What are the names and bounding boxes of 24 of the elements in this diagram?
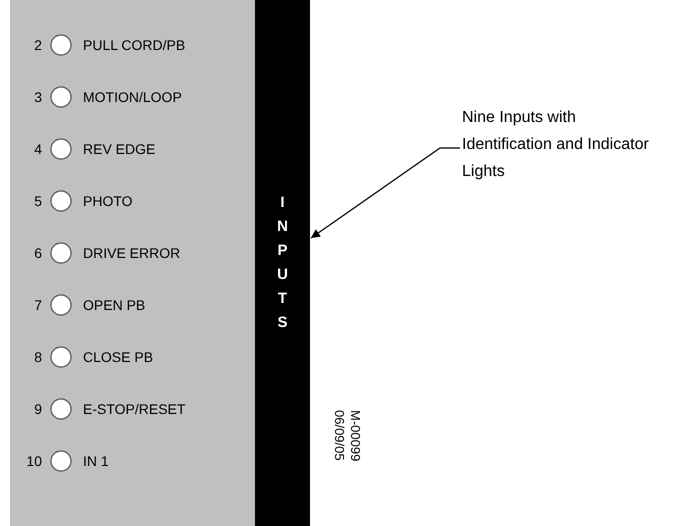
callout-text: Nine Inputs with Identification and Indicator Lights [462, 108, 650, 182]
input-number: 7 [34, 297, 42, 313]
input-number: 3 [34, 89, 42, 105]
input-label: CLOSE PB [83, 349, 154, 365]
input-number: 4 [34, 141, 42, 157]
drawing-code: 06/09/05 [331, 410, 347, 461]
input-label: PHOTO [83, 193, 133, 209]
input-number: 10 [26, 453, 42, 469]
input-label: E-STOP/RESET [83, 401, 186, 417]
input-label: OPEN PB [83, 297, 146, 313]
input-number: 6 [34, 245, 42, 261]
input-number: 5 [34, 193, 42, 209]
input-label: REV EDGE [83, 141, 156, 157]
input-label: IN 1 [83, 453, 109, 469]
drawing-code: M-00099 [347, 410, 363, 462]
vertical-title: INPUTS [276, 193, 288, 333]
input-number: 2 [34, 37, 42, 53]
input-label: DRIVE ERROR [83, 245, 180, 261]
input-number: 9 [34, 401, 42, 417]
leader-line [310, 147, 460, 238]
input-band [255, 0, 310, 526]
input-number: 8 [34, 349, 42, 365]
input-label: PULL CORD/PB [83, 37, 186, 53]
input-label: MOTION/LOOP [83, 89, 182, 105]
